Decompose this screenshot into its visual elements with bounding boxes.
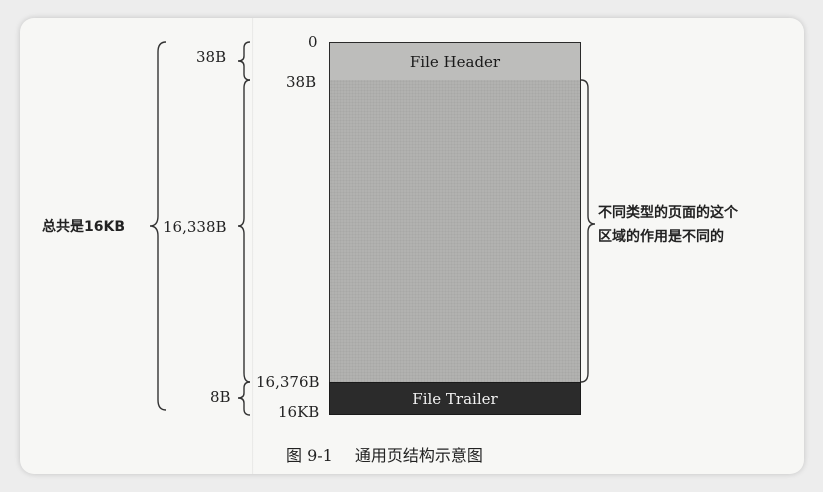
page-fold (252, 18, 254, 474)
page-body-block (329, 80, 581, 382)
offset-trailer-start-label: 16,376B (256, 373, 320, 391)
offset-end-label: 16KB (278, 403, 320, 421)
body-size-label: 16,338B (163, 218, 227, 236)
file-trailer-block: File Trailer (329, 382, 581, 415)
offset-header-end-label: 38B (286, 73, 317, 91)
caption-number: 图 9-1 (286, 446, 333, 465)
trailer-size-label: 8B (210, 388, 231, 406)
header-brace (237, 41, 251, 81)
braces-layer (149, 41, 596, 416)
body-brace (237, 79, 251, 383)
header-size-label: 38B (196, 48, 227, 66)
annotation-brace (580, 79, 596, 383)
total-size-label: 总共是16KB (42, 219, 126, 235)
caption-title: 通用页结构示意图 (354, 446, 483, 465)
trailer-brace (237, 381, 251, 416)
annotation-line-1: 不同类型的页面的这个 (598, 205, 738, 221)
total-brace (149, 41, 167, 411)
figure-card: 0 38B 38B 总共是16KB 16,338B 16,376B 8B 16K… (20, 18, 804, 474)
figure-caption: 图 9-1 通用页结构示意图 (286, 442, 505, 466)
offset-start-label: 0 (308, 33, 318, 51)
file-header-block: File Header (329, 42, 581, 81)
annotation-line-2: 区域的作用是不同的 (598, 229, 724, 245)
